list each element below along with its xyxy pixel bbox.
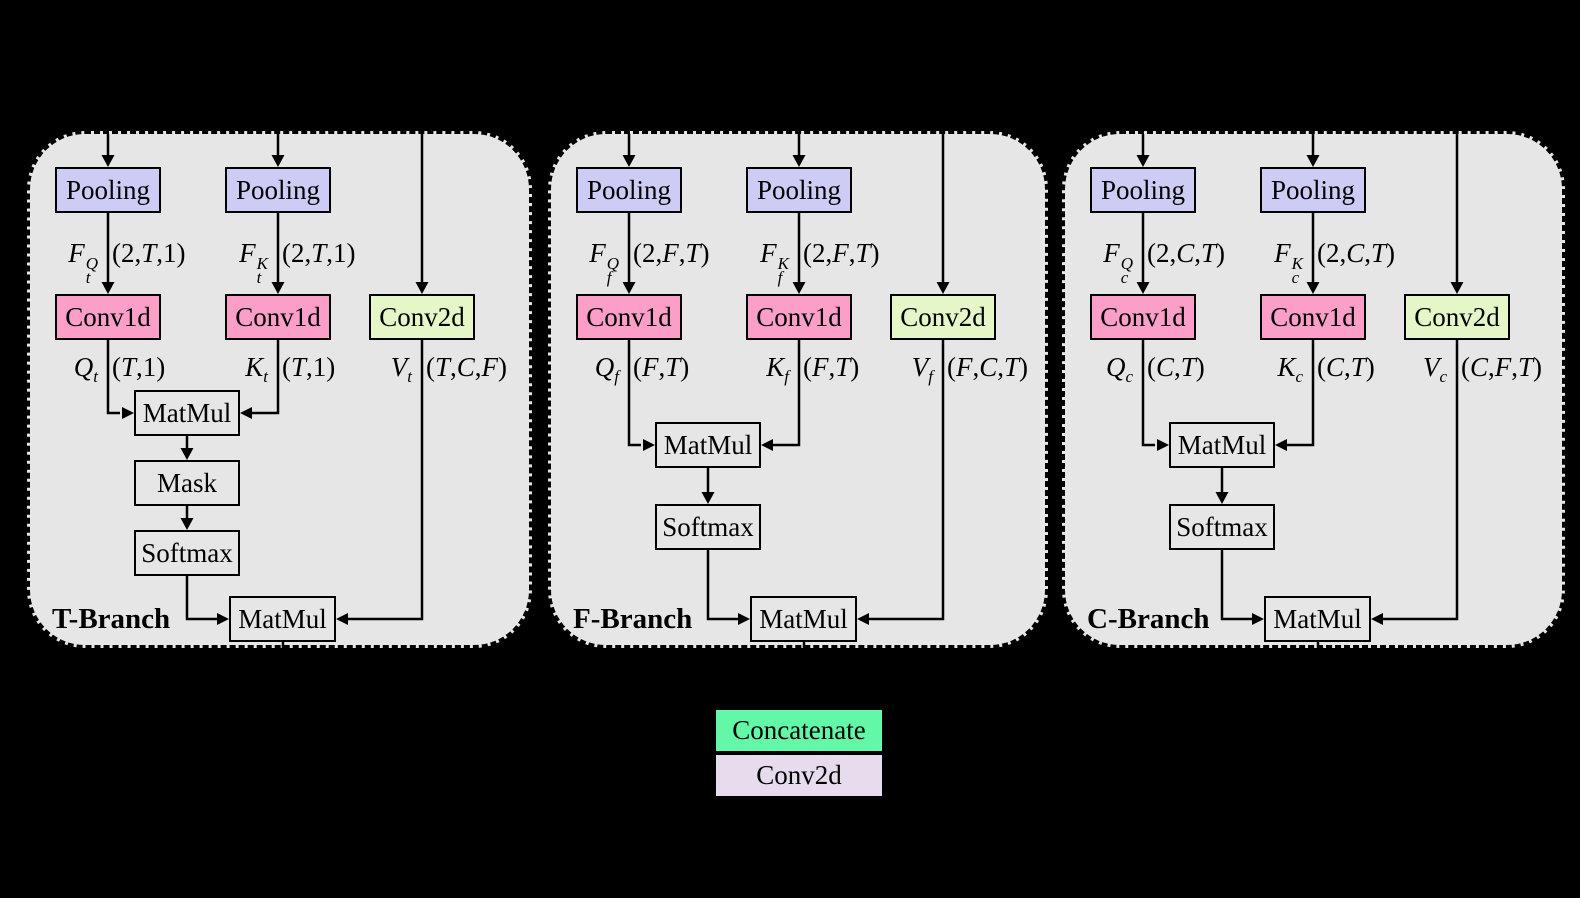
softmax-label: Softmax — [662, 511, 754, 542]
conv1d-q-block: Conv1d — [1090, 294, 1196, 340]
conv1d-k-label: Conv1d — [756, 301, 842, 332]
conv1d-q-label: Conv1d — [1100, 301, 1186, 332]
v-tensor-label: Vf — [911, 352, 933, 386]
pooling-k-label: Pooling — [235, 174, 321, 205]
fk-shape-label: (2,C,T) — [1317, 238, 1396, 268]
conv1d-q-block: Conv1d — [55, 294, 161, 340]
mask-label: Mask — [157, 467, 217, 498]
conv1d-q-label: Conv1d — [65, 301, 151, 332]
k-shape-label: (C,T) — [1317, 352, 1375, 382]
fq-shape-label: (2,T,1) — [112, 238, 186, 268]
matmul-av-block: MatMul — [229, 596, 336, 642]
matmul-qk-block: MatMul — [134, 390, 240, 436]
conv2d-v-label: Conv2d — [1414, 301, 1500, 332]
softmax-block: Softmax — [134, 530, 240, 576]
softmax-block: Softmax — [655, 504, 761, 550]
q-shape-label: (T,1) — [112, 352, 166, 382]
q-tensor-label: Qc — [1105, 352, 1133, 386]
fq-shape-label: (2,F,T) — [633, 238, 710, 268]
concatenate-label: Concatenate — [732, 715, 866, 745]
fq-shape-label: (2,C,T) — [1147, 238, 1226, 268]
pooling-q-label: Pooling — [65, 174, 151, 205]
fk-shape-label: (2,T,1) — [282, 238, 356, 268]
pooling-q-label: Pooling — [1100, 174, 1186, 205]
conv2d-v-block: Conv2d — [369, 294, 475, 340]
pooling-k-label: Pooling — [1270, 174, 1356, 205]
branch-title-c: C-Branch — [1087, 603, 1210, 635]
matmul-qk-block: MatMul — [655, 422, 761, 468]
v-tensor-label: Vc — [1422, 352, 1447, 386]
matmul-av-label: MatMul — [759, 603, 848, 634]
v-shape-label: (C,F,T) — [1461, 352, 1543, 382]
softmax-label: Softmax — [1176, 511, 1268, 542]
conv1d-k-label: Conv1d — [235, 301, 321, 332]
matmul-av-block: MatMul — [1264, 596, 1371, 642]
v-shape-label: (F,C,T) — [947, 352, 1029, 382]
conv1d-k-block: Conv1d — [1260, 294, 1366, 340]
pooling-k-block: Pooling — [746, 167, 852, 213]
matmul-av-label: MatMul — [238, 603, 327, 634]
conv2d-v-label: Conv2d — [379, 301, 465, 332]
q-tensor-label: Qt — [73, 352, 98, 386]
conv1d-k-block: Conv1d — [225, 294, 331, 340]
concatenate-block: Concatenate — [714, 708, 884, 753]
matmul-qk-label: MatMul — [663, 429, 753, 460]
q-tensor-label: Qf — [594, 352, 619, 386]
matmul-qk-label: MatMul — [1177, 429, 1267, 460]
q-shape-label: (F,T) — [633, 352, 690, 382]
conv1d-k-label: Conv1d — [1270, 301, 1356, 332]
softmax-block: Softmax — [1169, 504, 1275, 550]
matmul-av-block: MatMul — [750, 596, 857, 642]
pooling-q-block: Pooling — [1090, 167, 1196, 213]
conv1d-q-label: Conv1d — [586, 301, 672, 332]
mask-block: Mask — [134, 460, 240, 506]
conv2d-v-block: Conv2d — [1404, 294, 1510, 340]
pooling-q-block: Pooling — [576, 167, 682, 213]
pooling-k-label: Pooling — [756, 174, 842, 205]
branch-title-t: T-Branch — [52, 603, 171, 635]
k-shape-label: (T,1) — [282, 352, 336, 382]
matmul-qk-label: MatMul — [142, 397, 232, 428]
pooling-q-block: Pooling — [55, 167, 161, 213]
matmul-qk-block: MatMul — [1169, 422, 1275, 468]
pooling-q-label: Pooling — [586, 174, 672, 205]
k-tensor-label: Kc — [1277, 352, 1303, 386]
k-tensor-label: Kt — [245, 352, 268, 386]
conv1d-q-block: Conv1d — [576, 294, 682, 340]
matmul-av-label: MatMul — [1273, 603, 1362, 634]
v-shape-label: (T,C,F) — [426, 352, 508, 382]
branch-title-f: F-Branch — [573, 603, 693, 635]
conv2d-v-block: Conv2d — [890, 294, 996, 340]
conv2d-output-block: Conv2d — [714, 753, 884, 798]
v-tensor-label: Vt — [390, 352, 412, 386]
k-tensor-label: Kf — [766, 352, 789, 386]
conv1d-k-block: Conv1d — [746, 294, 852, 340]
pooling-k-block: Pooling — [1260, 167, 1366, 213]
conv2d-output-label: Conv2d — [756, 760, 842, 790]
pooling-k-block: Pooling — [225, 167, 331, 213]
q-shape-label: (C,T) — [1147, 352, 1205, 382]
fk-shape-label: (2,F,T) — [803, 238, 880, 268]
conv2d-v-label: Conv2d — [900, 301, 986, 332]
k-shape-label: (F,T) — [803, 352, 860, 382]
softmax-label: Softmax — [141, 537, 233, 568]
